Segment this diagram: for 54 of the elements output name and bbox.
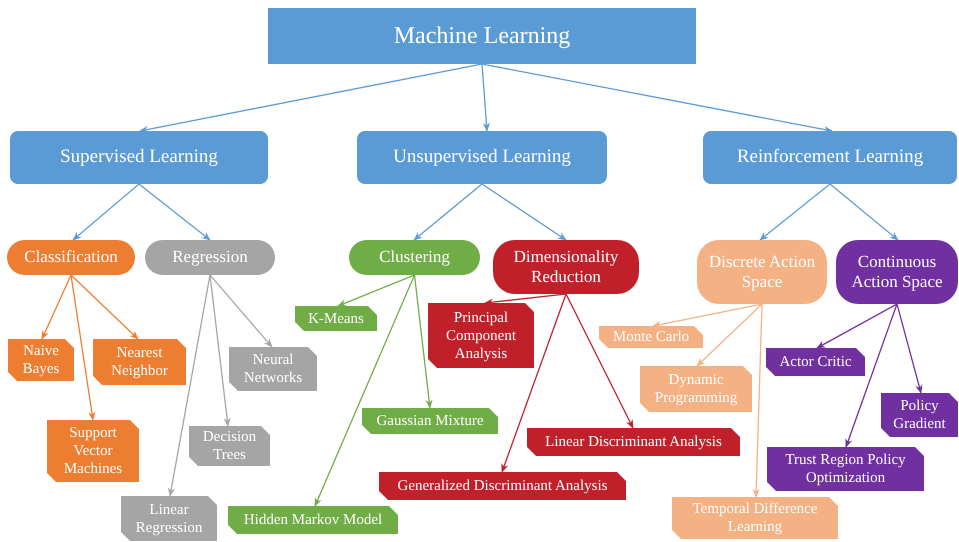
subcategory-pill: Classification: [7, 240, 135, 275]
arrow: [314, 274, 416, 507]
arrow: [816, 303, 898, 349]
arrow: [896, 304, 922, 394]
method-box: Principal Component Analysis: [428, 303, 534, 368]
arrow: [41, 274, 72, 340]
arrow: [696, 304, 762, 367]
arrow: [482, 183, 567, 241]
arrow: [501, 294, 567, 473]
arrow: [652, 303, 762, 328]
arrow: [337, 274, 415, 307]
arrow: [138, 183, 211, 241]
method-box: Policy Gradient: [881, 393, 958, 437]
arrow: [484, 293, 566, 306]
arrow: [752, 304, 763, 498]
method-box: Naive Bayes: [8, 339, 74, 381]
method-box: Temporal Difference Learning: [672, 497, 838, 539]
category-box: Unsupervised Learning: [357, 131, 607, 184]
method-box: Neural Networks: [229, 347, 317, 391]
method-box: Hidden Markov Model: [228, 506, 398, 534]
method-box: Linear Regression: [121, 496, 217, 541]
arrow: [72, 184, 140, 241]
method-box: Gaussian Mixture: [362, 408, 498, 434]
method-box: Trust Region Policy Optimization: [767, 447, 924, 491]
subcategory-pill: Continuous Action Space: [836, 240, 958, 304]
arrow: [70, 274, 96, 421]
method-box: Actor Critic: [766, 348, 865, 376]
category-box: Reinforcement Learning: [703, 131, 957, 184]
arrow: [565, 294, 634, 429]
category-box: Supervised Learning: [10, 131, 268, 184]
arrow: [70, 274, 139, 340]
arrow: [209, 274, 231, 427]
arrow: [139, 63, 482, 133]
subcategory-pill: Regression: [145, 240, 275, 275]
arrow: [414, 274, 433, 409]
arrow: [481, 64, 490, 132]
method-box: Generalized Discriminant Analysis: [379, 472, 626, 500]
method-box: Monte Carlo: [599, 326, 703, 348]
title-box: Machine Learning: [268, 8, 696, 64]
arrow: [168, 274, 211, 497]
subcategory-pill: Clustering: [349, 240, 480, 275]
subcategory-pill: Discrete Action Space: [697, 240, 827, 304]
arrow: [482, 63, 833, 134]
method-box: Dynamic Programming: [640, 366, 752, 412]
method-box: Decision Trees: [189, 426, 270, 466]
method-box: Nearest Neighbor: [93, 339, 186, 385]
method-box: Support Vector Machines: [47, 420, 139, 482]
method-box: K-Means: [295, 306, 377, 331]
arrow: [830, 184, 899, 241]
method-box: Linear Discriminant Analysis: [527, 428, 740, 456]
arrow: [413, 184, 482, 241]
subcategory-pill: Dimensionality Reduction: [493, 240, 639, 294]
arrow: [210, 274, 273, 348]
arrow: [759, 184, 830, 241]
